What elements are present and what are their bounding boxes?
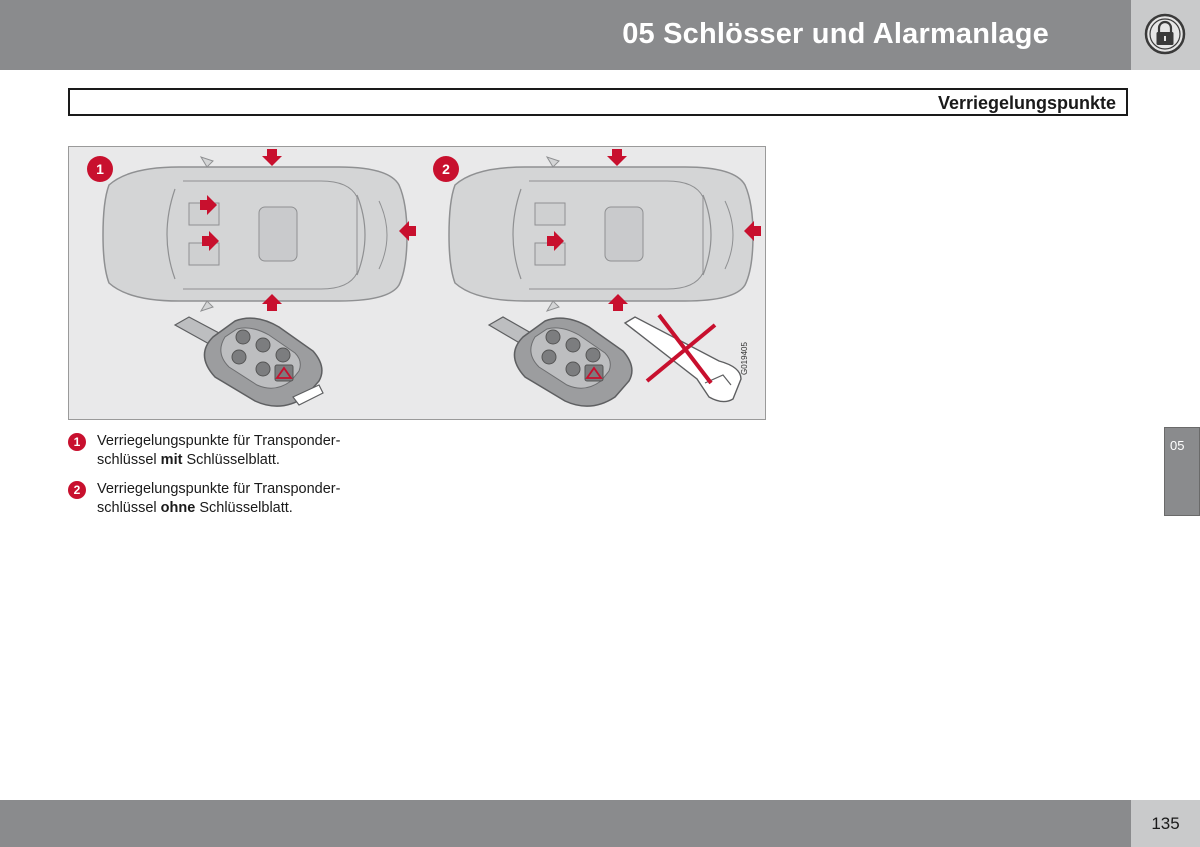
page-number: 135 xyxy=(1151,814,1180,833)
caption-text: Verriegelungspunkte für Transponder- sch… xyxy=(97,432,340,470)
section-title: Verriegelungspunkte xyxy=(937,93,1116,113)
caption-emphasis: mit xyxy=(160,452,183,468)
remote-key xyxy=(487,316,633,408)
section-header: Verriegelungspunkte xyxy=(68,88,1128,116)
remote-key-with-blade xyxy=(173,316,324,408)
caption-line1: Verriegelungspunkte für Transponder- xyxy=(97,481,341,497)
chapter-header-bar: 05 Schlösser und Alarmanlage xyxy=(0,0,1131,70)
chapter-side-tab[interactable]: 05 xyxy=(1164,427,1200,516)
panel-1: 1 xyxy=(87,149,416,408)
caption-line2-post: Schlüsselblatt. xyxy=(195,500,293,516)
chapter-icon-box xyxy=(1131,0,1200,70)
caption-number-badge: 2 xyxy=(68,481,86,499)
crossed-out-key-blade xyxy=(623,313,742,403)
caption-emphasis: ohne xyxy=(160,500,196,516)
figure-captions: 1 Verriegelungspunkte für Transponder- s… xyxy=(68,432,388,528)
chapter-side-tab-label: 05 xyxy=(1170,438,1185,453)
car-top-view-2 xyxy=(448,156,754,312)
arrow-icon xyxy=(262,149,282,166)
arrow-icon xyxy=(607,149,627,166)
footer-bar xyxy=(0,800,1131,847)
page-number-box: 135 xyxy=(1131,800,1200,847)
panel-1-number: 1 xyxy=(96,161,104,177)
panel-2-number: 2 xyxy=(442,161,450,177)
caption-item: 1 Verriegelungspunkte für Transponder- s… xyxy=(68,432,388,470)
panel-2-badge xyxy=(433,156,459,182)
locking-points-illustration: 1 2 xyxy=(87,149,761,408)
car-top-view-1 xyxy=(102,156,408,312)
caption-line2-post: Schlüsselblatt. xyxy=(182,452,280,468)
caption-line2-pre: schlüssel xyxy=(97,452,161,468)
caption-line1: Verriegelungspunkte für Transponder- xyxy=(97,433,341,449)
panel-2: 2 xyxy=(433,149,761,408)
figure-code: G019405 xyxy=(740,342,749,375)
locking-points-figure: 1 2 xyxy=(68,146,766,420)
chapter-title: 05 Schlösser und Alarmanlage xyxy=(622,18,1049,50)
caption-line2-pre: schlüssel xyxy=(97,500,161,516)
caption-text: Verriegelungspunkte für Transponder- sch… xyxy=(97,480,340,518)
caption-item: 2 Verriegelungspunkte für Transponder- s… xyxy=(68,480,388,518)
caption-number-badge: 1 xyxy=(68,433,86,451)
padlock-icon xyxy=(1144,13,1186,55)
panel-1-badge xyxy=(87,156,113,182)
